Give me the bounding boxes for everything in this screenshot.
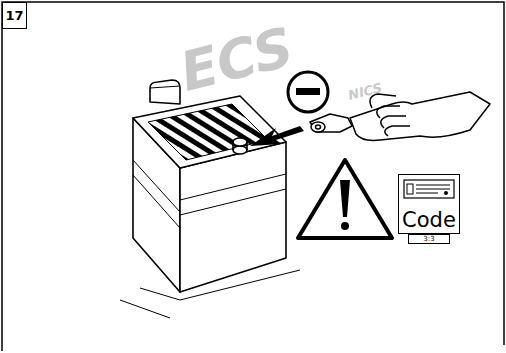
arrow-symbol [250, 126, 304, 146]
watermark: ECS [174, 15, 299, 104]
step-fraction: 3:3 [423, 236, 434, 243]
warning-symbol [298, 160, 392, 238]
code-step-box: 3:3 [408, 234, 450, 244]
watermark: NICS [347, 80, 384, 103]
step-number-box: 17 [2, 2, 27, 29]
code-label: Code [402, 210, 456, 233]
minus-symbol [288, 72, 328, 112]
hand-with-clamp [310, 92, 490, 140]
radio-icon [404, 180, 454, 198]
battery [120, 80, 300, 318]
step-number: 17 [5, 9, 23, 22]
code-panel: Code [398, 174, 460, 234]
